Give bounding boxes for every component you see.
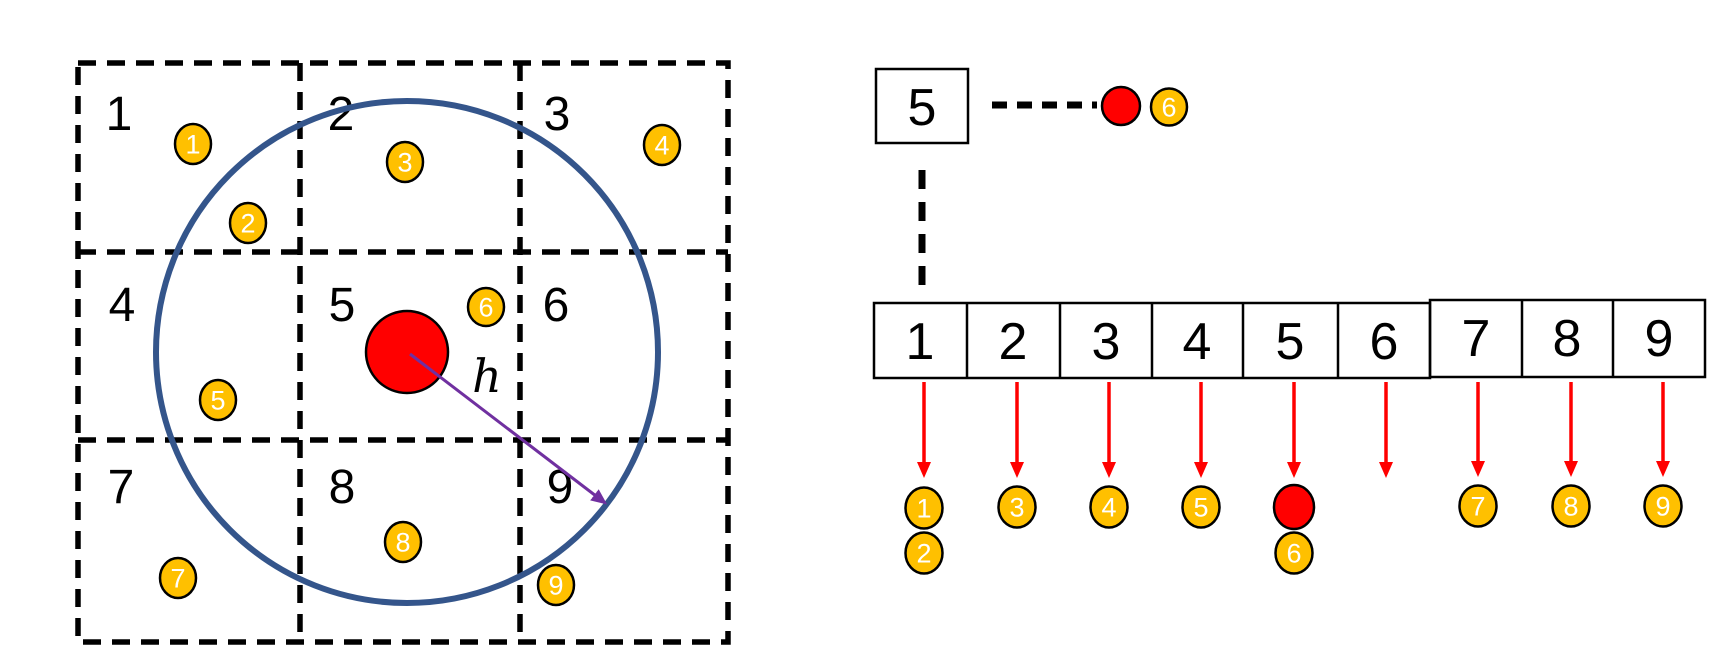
bucket-particle [904,531,944,575]
bucket-arrows [917,382,1670,478]
particle-label: 5 [210,385,225,415]
particle-label: 8 [395,527,410,557]
query-cell-box [874,67,970,145]
bucket-particle-labels: 1 2 3 4 5 6 7 8 9 [916,491,1670,568]
particle [158,556,198,600]
particle [466,286,506,328]
query-cell-label: 5 [908,79,937,137]
query-particle [364,309,450,395]
bucket-particle-label: 2 [916,538,931,568]
array-cell-label: 3 [1092,313,1121,371]
particle [198,378,238,422]
grid-particles [158,122,682,607]
bucket-particle-label: 4 [1101,492,1116,522]
array-cell-label: 6 [1370,313,1399,371]
bucket-particle-label: 7 [1470,491,1485,521]
grid-cell-label: 4 [109,279,136,332]
uniform-grid [75,60,731,645]
bucket-particle [1643,484,1683,528]
array-cell-label: 7 [1462,310,1491,368]
bucket-particle-label: 3 [1009,492,1024,522]
bucket-particle [997,485,1037,529]
bucket-particle-label: 8 [1563,491,1578,521]
grid-cell-label: 7 [108,461,135,514]
particle-label: 6 [478,292,493,322]
bucket-particle-label: 9 [1655,491,1670,521]
grid-cell-label: 1 [106,88,133,141]
grid-cell-label: 3 [544,88,571,141]
bucket-particle-label: 6 [1286,538,1301,568]
particle-label: 3 [397,147,412,177]
radius-arrow [409,352,608,505]
particle [228,201,268,245]
support-radius-circle [153,98,661,606]
neighbor-particle-label: 6 [1161,92,1176,122]
array-cell-label: 2 [999,313,1028,371]
particle-label: 9 [548,570,563,600]
grid-particle-labels: 1 2 3 4 5 6 7 8 9 [170,129,669,600]
array-cell-label: 9 [1645,310,1674,368]
grid-border [75,60,731,645]
particle-label: 2 [240,208,255,238]
grid-cell-label: 5 [329,279,356,332]
array-cell-label: 1 [906,313,935,371]
hash-array-box-7-9 [1428,298,1707,379]
bucket-particle [1458,484,1498,528]
bucket-particle [1181,485,1221,529]
radius-label: h [472,349,502,403]
particle [383,520,423,564]
array-cell-label: 5 [1276,313,1305,371]
bucket-particle-red [1272,483,1316,531]
grid-cell-labels: 1 2 3 4 5 6 7 8 9 [106,88,574,514]
bucket-particle [1551,484,1591,528]
bucket-particle-label: 1 [916,493,931,523]
grid-cell-label: 6 [543,279,570,332]
bucket-particle [1274,531,1314,575]
bucket-particle [904,486,944,530]
particle-label: 4 [654,130,669,160]
particle-label: 7 [170,563,185,593]
particle [385,140,425,184]
particle [173,122,213,166]
array-cell-label: 8 [1553,310,1582,368]
grid-cell-label: 8 [329,461,356,514]
particle [536,563,576,607]
query-particle-copy [1100,85,1142,127]
hash-array-labels: 1 2 3 4 5 6 7 8 9 [906,310,1674,371]
array-cell-label: 4 [1183,313,1212,371]
bucket-particles [904,484,1683,575]
hash-array [872,298,1707,380]
particle [642,123,682,167]
bucket-particle-label: 5 [1193,492,1208,522]
particle-label: 1 [185,129,200,159]
neighbor-particle [1149,87,1189,127]
bucket-particle [1089,485,1129,529]
